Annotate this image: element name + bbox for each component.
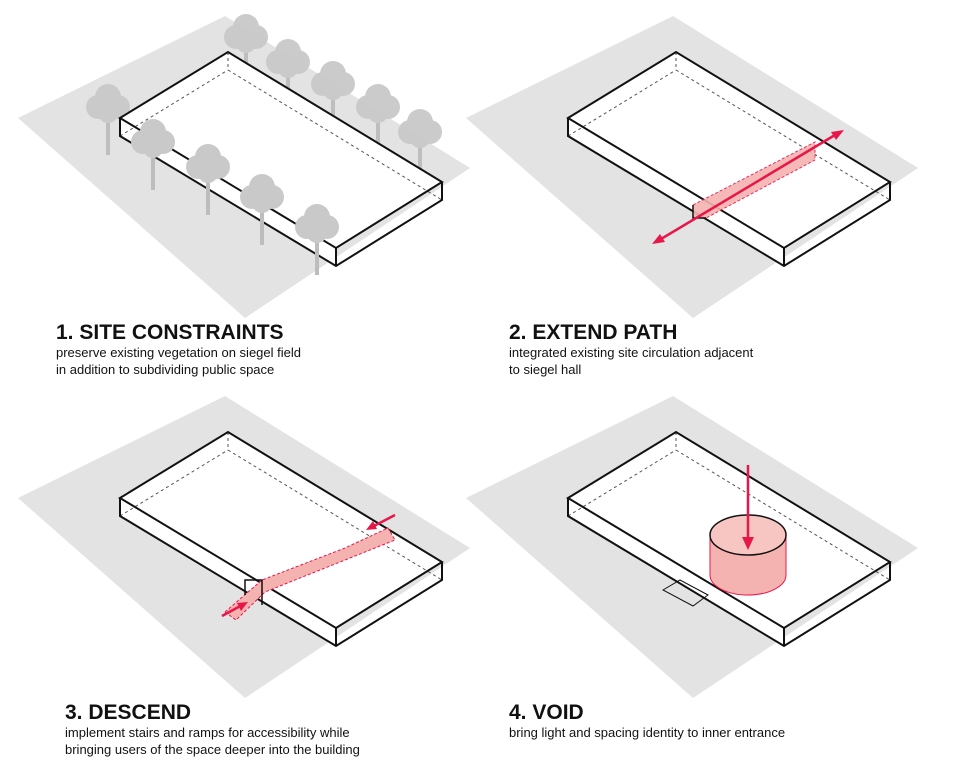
step-title: 2. EXTEND PATH [509, 321, 678, 344]
step-title: 3. DESCEND [65, 701, 192, 724]
step-description: integrated existing site circulation adj… [509, 345, 754, 360]
panel-extend-path [466, 16, 918, 318]
step-4-caption: 4. VOID bring light and spacing identity… [509, 702, 785, 741]
step-description: to siegel hall [509, 362, 582, 377]
step-title: 4. VOID [509, 701, 584, 724]
path-arrow [655, 130, 841, 244]
panel-void [466, 396, 918, 698]
step-1-caption: 1. SITE CONSTRAINTS preserve existing ve… [56, 322, 301, 378]
panel-descend [18, 396, 470, 698]
step-description: in addition to subdividing public space [56, 362, 275, 377]
step-description: bringing users of the space deeper into … [65, 742, 360, 757]
step-title: 1. SITE CONSTRAINTS [56, 321, 284, 344]
step-2-caption: 2. EXTEND PATH integrated existing site … [509, 322, 753, 378]
step-3-caption: 3. DESCEND implement stairs and ramps fo… [65, 702, 360, 758]
step-description: preserve existing vegetation on siegel f… [56, 345, 301, 360]
step-description: implement stairs and ramps for accessibi… [65, 725, 350, 740]
step-description: bring light and spacing identity to inne… [509, 725, 786, 740]
panel-site-constraints [18, 14, 470, 318]
